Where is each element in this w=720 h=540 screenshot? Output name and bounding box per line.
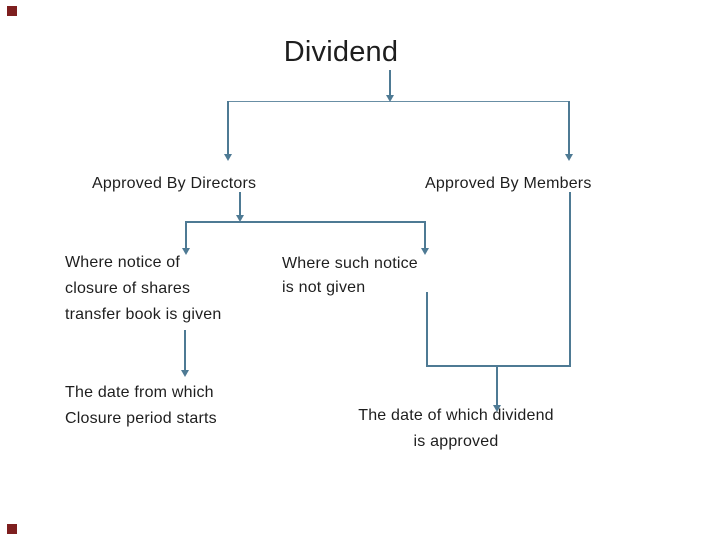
diagram-title: Dividend [283,36,399,68]
connector-to-members [568,101,570,155]
connector-notice-not-given-down [426,292,428,366]
connector-merge-bracket [426,365,571,367]
node-dividend-approved: The date of which dividend is approved [340,403,572,455]
connector-mid-bracket [185,221,426,223]
arrowhead-notice-given-icon [182,248,190,255]
connector-to-notice-not-given [424,221,426,249]
corner-marker-top-left [7,6,17,16]
node-label: Approved By Members [425,175,592,192]
node-label: Approved By Directors [92,175,257,192]
arrowhead-members-icon [565,154,573,161]
text-line: The date from which [65,384,214,401]
text-line: Closure period starts [65,410,217,427]
text-line: The date of which dividend [358,407,554,424]
node-closure-period-starts: The date from which Closure period start… [65,380,217,432]
connector-notice-given-down [184,330,186,371]
arrowhead-directors-icon [224,154,232,161]
connector-members-down [569,192,571,366]
connector-directors-down [239,192,241,217]
connector-to-notice-given [185,221,187,249]
arrowhead-mid-bracket-icon [236,215,244,222]
connector-to-directors [227,101,229,155]
text-line: Where such notice [282,255,418,272]
arrowhead-notice-not-given-icon [421,248,429,255]
arrowhead-closure-start-icon [181,370,189,377]
arrowhead-dividend-approved-icon [493,405,501,412]
text-line: is approved [413,433,499,450]
corner-marker-bottom-left [7,524,17,534]
node-approved-by-directors: Approved By Directors [92,171,256,197]
text-line: Where notice of [65,254,181,271]
node-where-notice-given: Where notice of closure of shares transf… [65,250,221,328]
arrowhead-title-down-icon [386,95,394,102]
text-line: closure of shares [65,280,191,297]
connector-merge-down [496,366,498,406]
node-where-notice-not-given: Where such notice is not given [282,252,418,300]
text-line: transfer book is given [65,306,222,323]
connector-top-bracket [227,101,570,102]
connector-title-down [389,70,391,96]
text-line: is not given [282,279,366,296]
node-approved-by-members: Approved By Members [425,171,592,197]
